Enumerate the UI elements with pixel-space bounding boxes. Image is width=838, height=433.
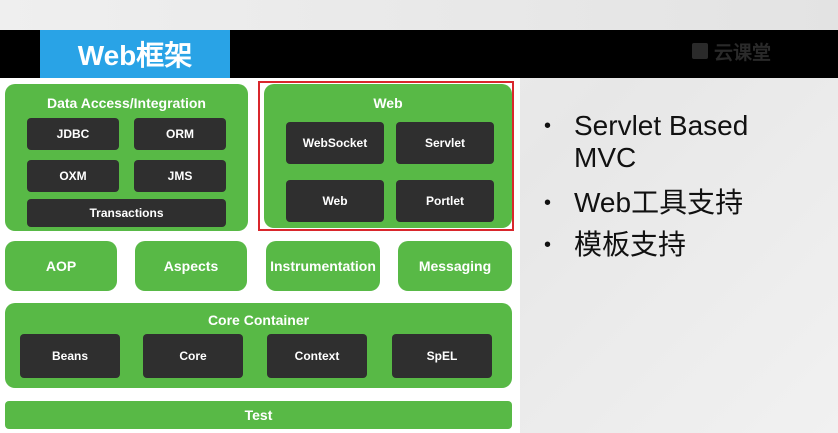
data-access-title: Data Access/Integration [47, 95, 206, 111]
bullet-item: • Servlet Based MVC [544, 110, 794, 174]
web-box: Web [286, 180, 384, 222]
logo-text: 云课堂 [714, 42, 772, 64]
spel-box: SpEL [392, 334, 492, 378]
jms-box: JMS [134, 160, 226, 192]
core-container-group: Core Container Beans Core Context SpEL [5, 303, 512, 388]
bullet-text: 模板支持 [574, 229, 687, 260]
transactions-box: Transactions [27, 199, 226, 227]
bullet-icon: • [544, 234, 552, 256]
web-group: Web WebSocket Servlet Web Portlet [264, 84, 512, 228]
bullet-icon: • [544, 115, 552, 137]
aspects-box: Aspects [135, 241, 247, 291]
bullet-text: Servlet Based MVC [574, 110, 749, 173]
jdbc-box: JDBC [27, 118, 119, 150]
bullet-item: • Web工具支持 [544, 187, 743, 219]
bullet-icon: • [544, 192, 552, 214]
context-box: Context [267, 334, 367, 378]
brand-logo: 云课堂 [692, 36, 771, 66]
web-highlight-frame [258, 81, 514, 231]
orm-box: ORM [134, 118, 226, 150]
logo-icon [692, 43, 708, 59]
beans-box: Beans [20, 334, 120, 378]
instrumentation-box: Instrumentation [266, 241, 380, 291]
core-container-title: Core Container [207, 312, 310, 328]
test-box: Test [5, 401, 512, 429]
websocket-box: WebSocket [286, 122, 384, 164]
servlet-box: Servlet [396, 122, 494, 164]
data-access-group: Data Access/Integration JDBC ORM OXM JMS… [5, 84, 248, 231]
diagram-panel: Data Access/Integration JDBC ORM OXM JMS… [0, 78, 520, 433]
bullet-text: Web工具支持 [574, 187, 744, 218]
aop-box: AOP [5, 241, 117, 291]
slide-title: Web框架 [40, 30, 230, 78]
bullet-item: • 模板支持 [544, 229, 686, 261]
messaging-box: Messaging [398, 241, 512, 291]
portlet-box: Portlet [396, 180, 494, 222]
core-box: Core [143, 334, 243, 378]
oxm-box: OXM [27, 160, 119, 192]
web-title: Web [373, 95, 403, 111]
top-band [0, 0, 838, 30]
